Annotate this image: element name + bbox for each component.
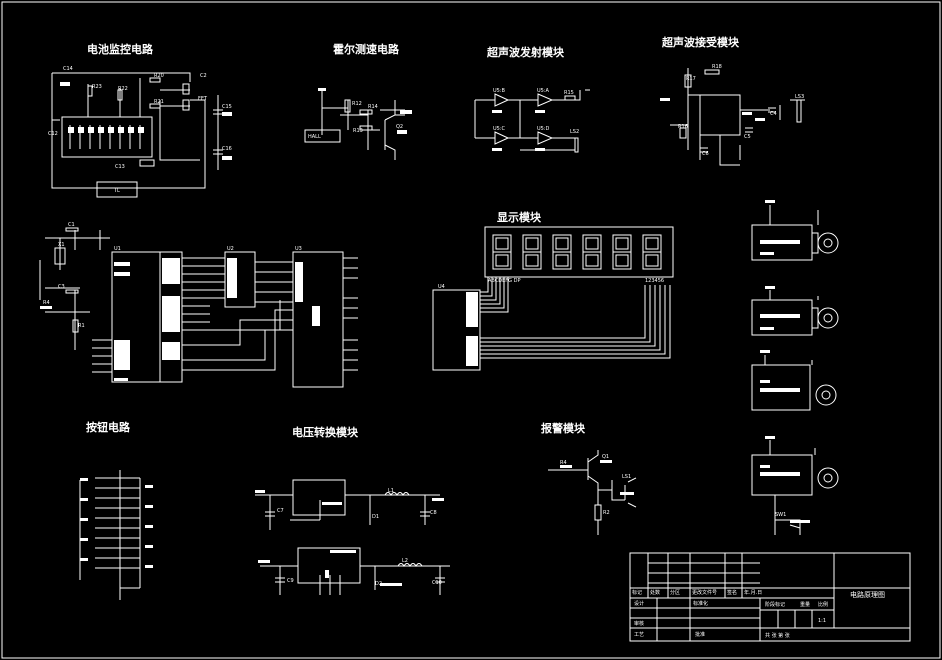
svg-text:R18: R18 (712, 64, 722, 70)
svg-text:R23: R23 (92, 84, 102, 90)
svg-text:SW1: SW1 (775, 512, 786, 518)
svg-text:标准化: 标准化 (693, 600, 708, 607)
svg-text:R16: R16 (678, 124, 688, 130)
svg-text:U5:D: U5:D (537, 126, 550, 132)
svg-text:签名: 签名 (727, 589, 737, 596)
svg-text:C5: C5 (744, 134, 751, 140)
seven-segment-digit (522, 234, 542, 270)
mcu-circuit: C1 X1 C3 R1 R4 U1 U2 U3 (39, 222, 358, 388)
svg-text:标记: 标记 (632, 589, 642, 596)
svg-text:分区: 分区 (670, 589, 680, 596)
svg-text:TL: TL (113, 188, 120, 194)
alarm-circuit: R4 Q1 LS1 R2 (548, 450, 637, 535)
display-module: ABCDEFG DP 123456 U4 (432, 226, 674, 371)
seven-segment-digit (642, 234, 662, 270)
svg-text:U5:A: U5:A (537, 88, 550, 94)
svg-text:C3: C3 (58, 284, 65, 290)
svg-text:年.月.日: 年.月.日 (744, 589, 762, 596)
title-alarm: 报警模块 (541, 421, 586, 435)
svg-text:LS2: LS2 (570, 129, 579, 135)
svg-text:处数: 处数 (650, 589, 660, 596)
svg-text:R4: R4 (43, 300, 50, 306)
svg-text:FET: FET (198, 96, 208, 102)
title-voltage: 电压转换模块 (292, 425, 359, 439)
svg-text:C10: C10 (432, 580, 442, 586)
svg-text:D2: D2 (375, 581, 382, 587)
svg-text:重量: 重量 (800, 601, 810, 608)
svg-text:比例: 比例 (818, 601, 828, 608)
svg-text:审核: 审核 (634, 620, 644, 627)
svg-text:C16: C16 (222, 146, 232, 152)
svg-text:1:1: 1:1 (818, 618, 826, 624)
svg-text:Q1: Q1 (602, 454, 609, 460)
svg-text:C9: C9 (287, 578, 294, 584)
svg-text:阶段标记: 阶段标记 (765, 601, 785, 608)
svg-text:U5:B: U5:B (493, 88, 506, 94)
svg-text:D1: D1 (372, 514, 379, 520)
svg-text:C7: C7 (277, 508, 284, 514)
seven-segment-digit (612, 234, 632, 270)
svg-text:C8: C8 (430, 510, 437, 516)
svg-text:U1: U1 (114, 246, 121, 252)
svg-text:C15: C15 (222, 104, 232, 110)
title-hall: 霍尔测速电路 (333, 42, 400, 56)
svg-text:X1: X1 (58, 242, 65, 248)
title-button: 按钮电路 (86, 420, 131, 434)
svg-text:更改文件号: 更改文件号 (692, 589, 717, 596)
svg-text:R17: R17 (686, 76, 696, 82)
svg-text:U5:C: U5:C (493, 126, 506, 132)
svg-text:R2: R2 (603, 510, 610, 516)
svg-text:HALL: HALL (308, 134, 321, 140)
svg-text:L2: L2 (402, 558, 408, 564)
svg-text:工艺: 工艺 (634, 632, 644, 638)
svg-text:Q2: Q2 (396, 124, 403, 130)
button-circuit (79, 470, 153, 600)
seven-segment-digit (552, 234, 572, 270)
hall-circuit: HALL R12 R14 R13 Q2 (304, 88, 412, 160)
svg-text:C2: C2 (200, 73, 207, 79)
svg-text:C1: C1 (68, 222, 75, 228)
title-block: 电路原理图 标记 处数 分区 更改文件号 签名 年.月.日 设计 标准化 阶段标… (629, 552, 911, 642)
svg-text:U4: U4 (438, 284, 445, 290)
svg-text:R22: R22 (118, 86, 128, 92)
seven-segment-digit (492, 234, 512, 270)
svg-text:LS3: LS3 (795, 94, 804, 100)
us-rx-circuit: R17 R18 R16 C4 C5 C6 LS3 (660, 64, 805, 166)
svg-text:共 张 第 张: 共 张 第 张 (765, 632, 790, 639)
svg-text:批准: 批准 (695, 631, 705, 638)
svg-text:123456: 123456 (645, 278, 664, 284)
svg-text:设计: 设计 (634, 600, 644, 607)
svg-text:LS1: LS1 (622, 474, 631, 480)
battery-circuit: TL C14 R23 R22 R20 R21 C2 FET C15 C16 C1… (48, 66, 232, 198)
svg-text:R1: R1 (78, 323, 85, 329)
svg-text:R20: R20 (154, 73, 164, 79)
svg-text:C6: C6 (702, 151, 709, 157)
svg-text:R13: R13 (353, 128, 363, 134)
svg-text:L1: L1 (388, 488, 394, 494)
voltage-circuit: C7 D1 L1 C8 C9 D2 L2 C10 (255, 479, 450, 595)
svg-text:R4: R4 (560, 460, 567, 466)
svg-text:U2: U2 (227, 246, 234, 252)
svg-text:R14: R14 (368, 104, 378, 110)
seven-segment-digit (582, 234, 602, 270)
svg-text:C12: C12 (48, 131, 58, 137)
title-us-tx: 超声波发射模块 (486, 45, 565, 59)
sensor-modules: SW1 (751, 200, 839, 535)
svg-text:R15: R15 (564, 90, 574, 96)
svg-text:C4: C4 (770, 111, 777, 117)
svg-text:R21: R21 (154, 99, 164, 105)
title-us-rx: 超声波接受模块 (661, 35, 740, 49)
svg-text:C14: C14 (63, 66, 73, 72)
svg-text:C13: C13 (115, 164, 125, 170)
title-battery: 电池监控电路 (87, 42, 154, 56)
svg-text:R12: R12 (352, 101, 362, 107)
us-tx-circuit: U5:B U5:A U5:C U5:D R15 LS2 (474, 88, 590, 153)
svg-text:电路原理图: 电路原理图 (850, 590, 885, 599)
svg-text:U3: U3 (295, 246, 302, 252)
title-display: 显示模块 (497, 210, 542, 224)
